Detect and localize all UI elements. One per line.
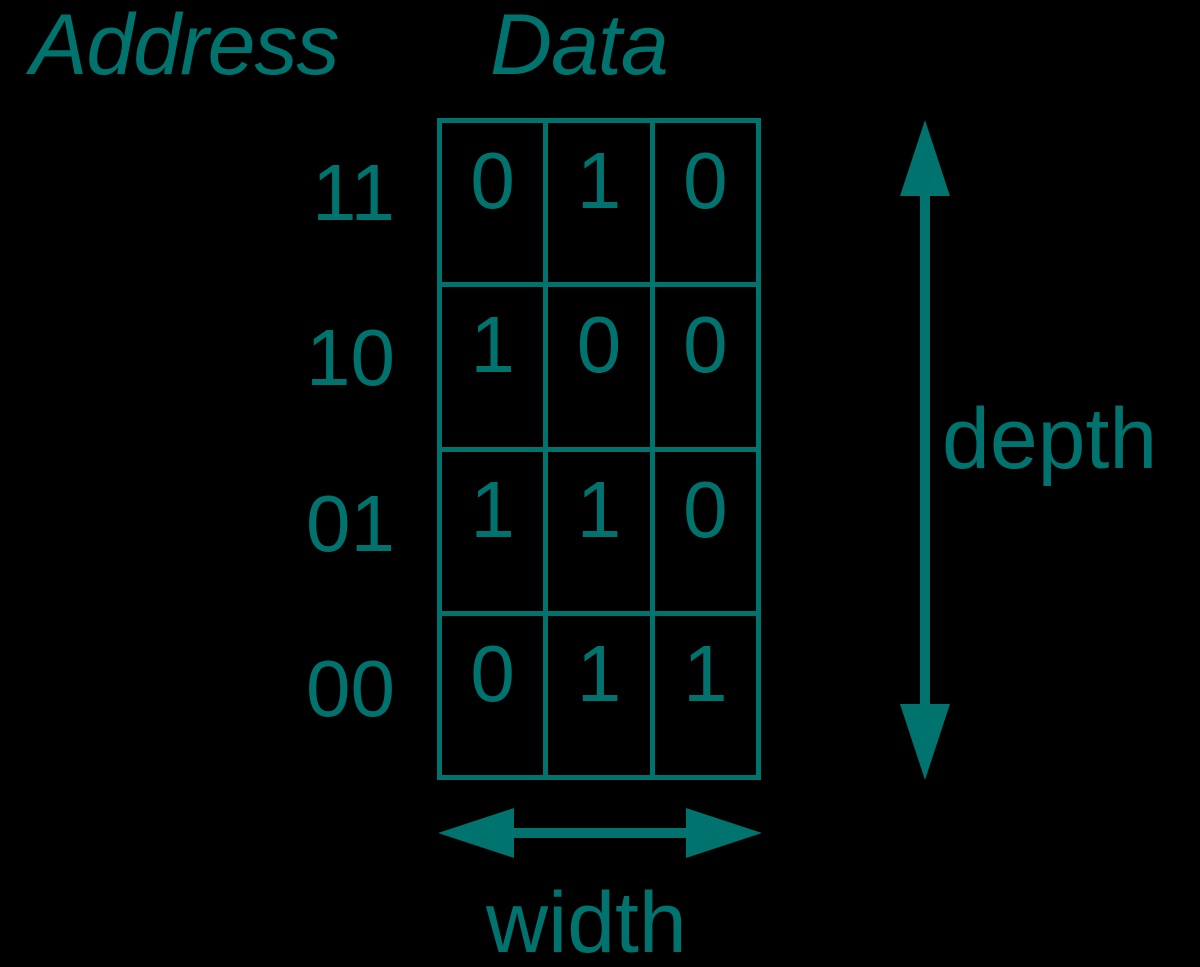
bit-value: 1 xyxy=(470,464,515,554)
memory-cell: 0 xyxy=(442,123,549,283)
address-column-header: Address xyxy=(30,0,339,93)
memory-cell: 1 xyxy=(548,451,655,611)
bit-value: 1 xyxy=(470,300,515,390)
memory-row: 1 1 0 xyxy=(442,451,756,616)
bit-value: 0 xyxy=(683,136,728,225)
data-column-header: Data xyxy=(490,0,669,93)
bit-value: 0 xyxy=(470,136,515,225)
bit-value: 1 xyxy=(576,464,622,554)
memory-row: 0 1 0 xyxy=(442,123,756,288)
address-label: 11 xyxy=(311,147,395,237)
memory-cell: 1 xyxy=(548,615,655,775)
memory-cell: 0 xyxy=(442,615,549,775)
memory-grid: 0 1 0 1 0 0 1 1 xyxy=(437,118,761,780)
width-label: width xyxy=(486,875,687,967)
depth-arrow-icon xyxy=(900,120,950,780)
width-arrow-icon xyxy=(438,808,762,858)
bit-value: 1 xyxy=(683,628,728,718)
memory-cell: 0 xyxy=(655,452,756,611)
bit-value: 0 xyxy=(470,628,515,718)
address-label: 10 xyxy=(306,313,395,403)
bit-value: 0 xyxy=(576,300,622,390)
address-label: 01 xyxy=(306,478,395,568)
bit-value: 0 xyxy=(683,464,728,554)
memory-cell: 1 xyxy=(442,451,549,611)
memory-cell: 1 xyxy=(655,616,756,775)
address-label-row: 11 xyxy=(180,118,405,284)
memory-row: 0 1 1 xyxy=(442,615,756,775)
memory-cell: 1 xyxy=(442,287,549,447)
address-label-row: 01 xyxy=(180,449,405,615)
memory-cell: 0 xyxy=(655,287,756,446)
depth-label: depth xyxy=(942,391,1158,487)
address-label: 00 xyxy=(306,644,395,734)
memory-cell: 1 xyxy=(548,123,655,283)
address-label-column: 11 10 01 00 xyxy=(180,118,405,780)
address-label-row: 10 xyxy=(180,284,405,450)
memory-row: 1 0 0 xyxy=(442,287,756,452)
memory-cell: 0 xyxy=(548,287,655,447)
bit-value: 1 xyxy=(576,136,622,225)
address-label-row: 00 xyxy=(180,615,405,781)
memory-cell: 0 xyxy=(655,123,756,282)
bit-value: 1 xyxy=(576,628,622,718)
bit-value: 0 xyxy=(683,300,728,390)
